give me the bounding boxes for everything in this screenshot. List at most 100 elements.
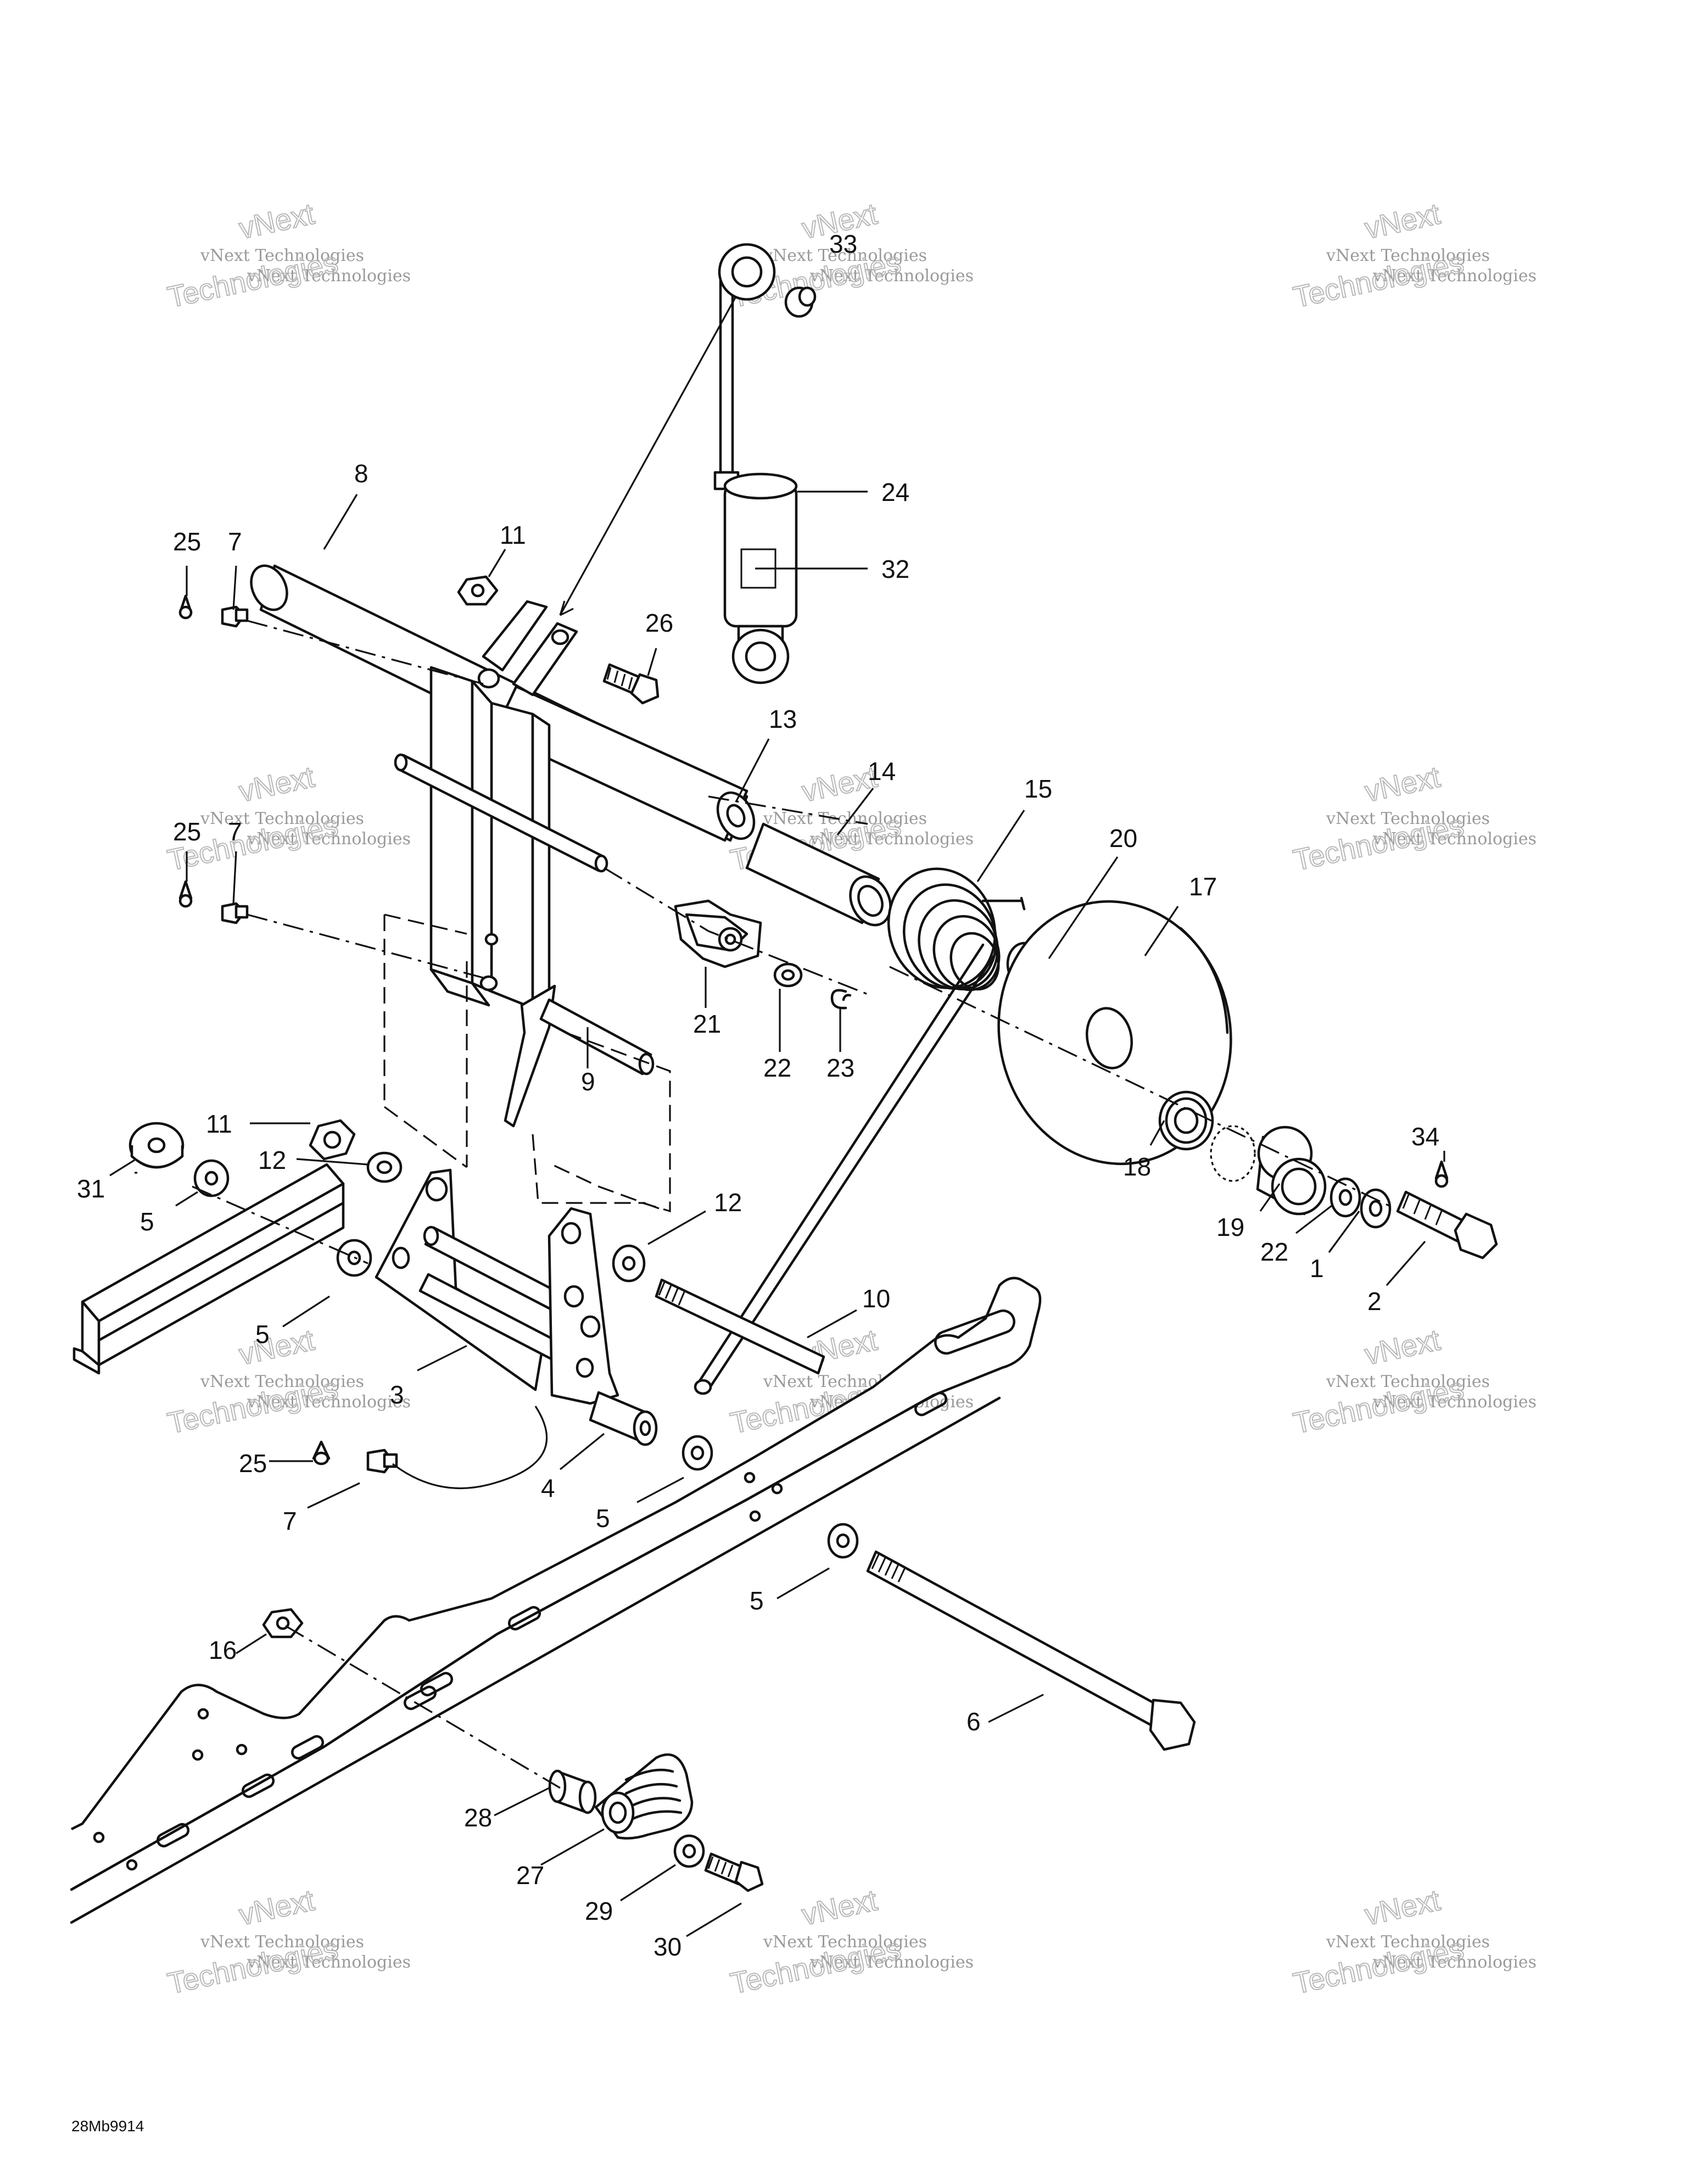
- callout-3: 3: [390, 1380, 404, 1409]
- spacer-part: [1256, 1126, 1327, 1216]
- washer-part: [673, 1834, 705, 1868]
- callout-27: 27: [516, 1861, 544, 1890]
- grease-fitting-part: [1434, 1160, 1449, 1188]
- callout-7: 7: [283, 1507, 297, 1535]
- callout-5: 5: [140, 1207, 154, 1236]
- callout-30: 30: [653, 1932, 681, 1961]
- callout-5: 5: [750, 1586, 764, 1615]
- watermark-group: vNext Technologies vNext Technologies vN…: [164, 197, 1537, 2001]
- grease-fitting-part: [312, 1440, 398, 1474]
- callout-22: 22: [1260, 1238, 1288, 1266]
- svg-text:vNext: vNext: [236, 1323, 317, 1371]
- leader-lines: [109, 491, 1445, 1937]
- callout-1: 1: [1310, 1254, 1324, 1283]
- callout-6: 6: [967, 1707, 981, 1736]
- callout-9: 9: [581, 1067, 595, 1096]
- grease-fitting-part: [178, 594, 249, 628]
- washer-part: [612, 1244, 646, 1283]
- callout-11: 11: [206, 1110, 232, 1138]
- lower-arm-part: [375, 1168, 658, 1446]
- bolt-part: [1396, 1190, 1498, 1260]
- torsion-spring-part: [694, 867, 1026, 1395]
- callout-32: 32: [881, 555, 909, 583]
- callout-25: 25: [239, 1449, 267, 1478]
- callout-13: 13: [769, 705, 797, 733]
- callout-22: 22: [763, 1054, 791, 1082]
- washer-part: [193, 1159, 230, 1197]
- callout-18: 18: [1123, 1152, 1151, 1181]
- svg-text:vNext Technologies: vNext Technologies: [1372, 829, 1537, 849]
- bolt-part: [655, 1278, 825, 1375]
- callout-23: 23: [826, 1054, 854, 1082]
- grease-fitting-part: [178, 880, 249, 924]
- svg-text:vNext Technologies: vNext Technologies: [247, 1953, 411, 1972]
- svg-text:vNext Technologies: vNext Technologies: [1326, 809, 1490, 828]
- watermark: vNext Technologies vNext Technologies vN…: [164, 197, 411, 314]
- svg-text:vNext: vNext: [799, 1884, 880, 1931]
- callout-19: 19: [1216, 1213, 1244, 1241]
- callout-12: 12: [714, 1188, 742, 1217]
- cross-shaft-part: [250, 564, 756, 842]
- svg-text:vNext Technologies: vNext Technologies: [1372, 266, 1537, 286]
- callout-31: 31: [77, 1174, 105, 1203]
- svg-text:vNext Technologies: vNext Technologies: [1326, 246, 1490, 265]
- callout-17: 17: [1189, 872, 1217, 901]
- callout-7: 7: [228, 527, 242, 556]
- callout-24: 24: [881, 478, 909, 506]
- svg-text:vNext Technologies: vNext Technologies: [1326, 1372, 1490, 1391]
- callout-21: 21: [693, 1010, 721, 1038]
- callout-5: 5: [255, 1320, 270, 1349]
- bearing-part: [1158, 1090, 1214, 1151]
- watermark: vNext Technologies vNext Technologies vN…: [1290, 760, 1537, 877]
- callout-10: 10: [862, 1284, 890, 1313]
- callout-4: 4: [541, 1474, 555, 1502]
- svg-text:vNext Technologies: vNext Technologies: [809, 829, 974, 849]
- sleeve-part: [548, 1769, 597, 1814]
- adjuster-cam-part: [674, 899, 762, 968]
- washer-part: [681, 1435, 713, 1471]
- shock-absorber-part: [713, 243, 817, 684]
- retaining-ring-part: [1210, 1125, 1256, 1182]
- watermark: vNext Technologies vNext Technologies vN…: [1290, 197, 1537, 314]
- svg-text:vNext Technologies: vNext Technologies: [247, 1392, 411, 1412]
- bushing-part: [745, 822, 892, 927]
- watermark: vNext Technologies vNext Technologies vN…: [164, 1883, 411, 2001]
- svg-text:vNext Technologies: vNext Technologies: [200, 246, 364, 265]
- callout-12: 12: [258, 1146, 286, 1174]
- bolt-part: [866, 1550, 1196, 1751]
- watermark: vNext Technologies vNext Technologies vN…: [164, 760, 411, 877]
- assembly-lines: [192, 296, 1395, 1789]
- swing-arm-part: [429, 666, 551, 1018]
- shock-bracket-part: [477, 600, 578, 697]
- svg-text:vNext Technologies: vNext Technologies: [200, 1932, 364, 1952]
- svg-text:vNext Technologies: vNext Technologies: [247, 829, 411, 849]
- callout-20: 20: [1109, 824, 1137, 853]
- figure-code: 28Mb9914: [71, 2118, 144, 2135]
- svg-text:vNext: vNext: [1362, 1884, 1443, 1931]
- svg-text:vNext: vNext: [1362, 1323, 1443, 1371]
- pivot-arm-part: [504, 984, 655, 1128]
- callout-29: 29: [585, 1897, 613, 1925]
- callout-7: 7: [228, 817, 242, 846]
- watermark: vNext Technologies vNext Technologies vN…: [1290, 1323, 1537, 1440]
- washer-part: [773, 962, 803, 988]
- svg-text:vNext: vNext: [236, 760, 317, 808]
- svg-text:vNext: vNext: [236, 1884, 317, 1931]
- callout-11: 11: [500, 521, 526, 549]
- callout-25: 25: [173, 817, 201, 846]
- svg-text:vNext Technologies: vNext Technologies: [200, 1372, 364, 1391]
- svg-text:vNext Technologies: vNext Technologies: [809, 1953, 974, 1972]
- callout-34: 34: [1411, 1122, 1439, 1151]
- svg-text:vNext Technologies: vNext Technologies: [763, 246, 927, 265]
- callout-2: 2: [1367, 1287, 1382, 1316]
- washer-part: [366, 1151, 403, 1183]
- svg-text:vNext Technologies: vNext Technologies: [809, 266, 974, 286]
- svg-text:vNext: vNext: [1362, 760, 1443, 808]
- callout-labels: 33 24 32 8 11 25 7 26 13 14 15 20 17 25 …: [77, 230, 1439, 1961]
- idler-wheel-part: [997, 900, 1232, 1166]
- nut-part: [309, 1119, 356, 1161]
- callout-33: 33: [829, 230, 857, 258]
- stopper-part: [594, 1753, 694, 1840]
- rod-part: [394, 753, 608, 873]
